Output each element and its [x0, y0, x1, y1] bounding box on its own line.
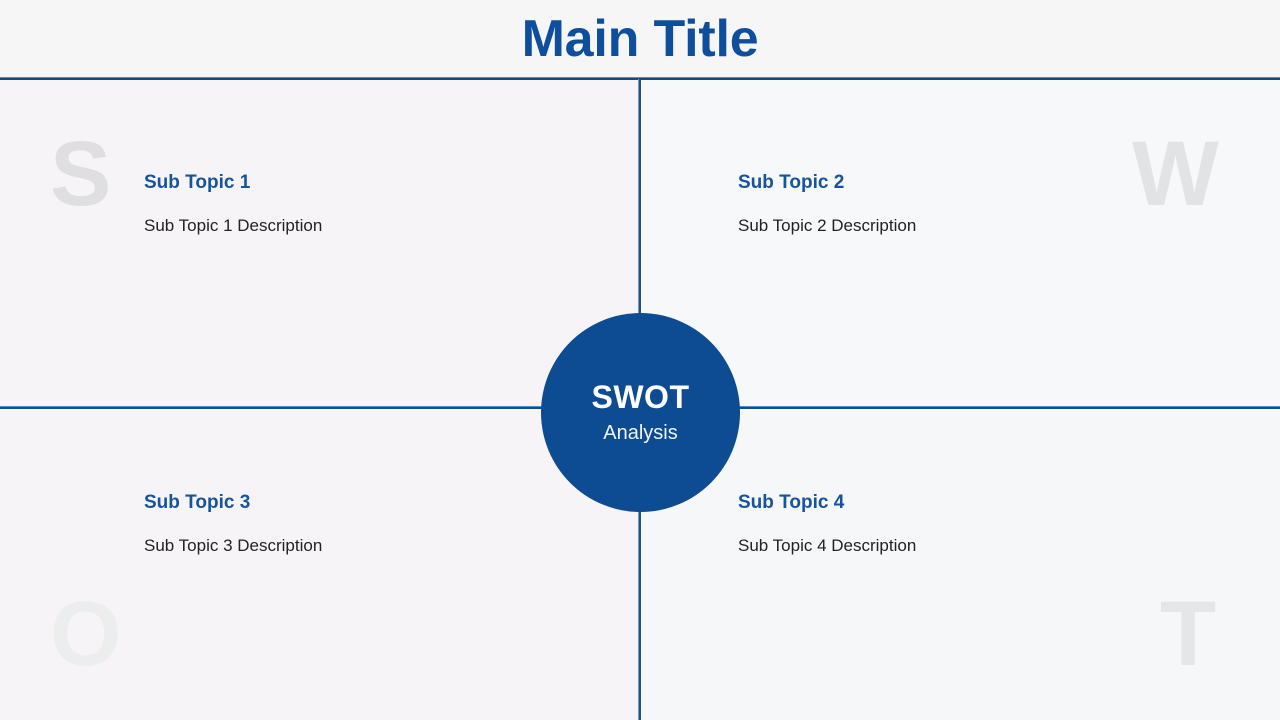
- content-block-opportunities: Sub Topic 3 Sub Topic 3 Description: [144, 492, 604, 557]
- quadrant-weaknesses[interactable]: [640, 79, 1280, 409]
- watermark-letter-o: O: [50, 583, 122, 685]
- page-title: Main Title: [521, 10, 759, 68]
- watermark-letter-s: S: [50, 123, 112, 225]
- sub-topic-title-3: Sub Topic 3: [144, 492, 251, 513]
- watermark-letter-t: T: [1160, 583, 1217, 685]
- center-circle[interactable]: SWOT Analysis: [541, 313, 740, 512]
- center-circle-subtitle: Analysis: [603, 422, 678, 445]
- sub-topic-description-2: Sub Topic 2 Description: [738, 215, 917, 235]
- quadrant-opportunities[interactable]: [0, 409, 640, 720]
- title-band: Main Title: [0, 0, 1280, 78]
- watermark-letter-w: W: [1132, 123, 1219, 225]
- quadrant-strengths[interactable]: [0, 79, 640, 409]
- content-block-weaknesses: Sub Topic 2 Sub Topic 2 Description: [738, 172, 1198, 237]
- sub-topic-title-2: Sub Topic 2: [738, 172, 845, 193]
- sub-topic-title-1: Sub Topic 1: [144, 172, 251, 193]
- sub-topic-description-3: Sub Topic 3 Description: [144, 535, 323, 555]
- sub-topic-description-4: Sub Topic 4 Description: [738, 535, 917, 555]
- content-block-threats: Sub Topic 4 Sub Topic 4 Description: [738, 492, 1198, 557]
- title-underline-divider: [0, 77, 1280, 80]
- center-circle-title: SWOT: [591, 378, 690, 415]
- sub-topic-title-4: Sub Topic 4: [738, 492, 845, 513]
- quadrant-threats[interactable]: [640, 409, 1280, 720]
- sub-topic-description-1: Sub Topic 1 Description: [144, 215, 323, 235]
- content-block-strengths: Sub Topic 1 Sub Topic 1 Description: [144, 172, 604, 237]
